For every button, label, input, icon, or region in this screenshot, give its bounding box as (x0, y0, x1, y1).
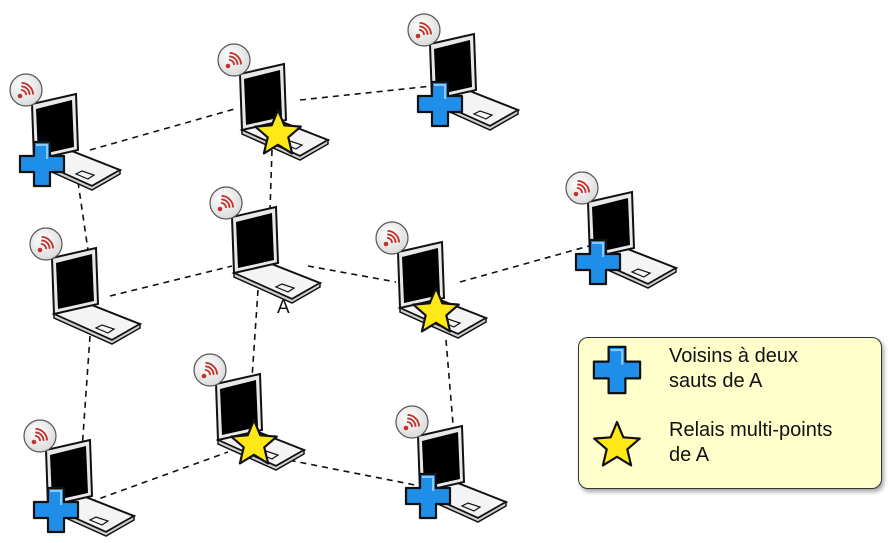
wifi-icon (407, 13, 441, 47)
star-icon (412, 286, 460, 333)
wifi-icon (375, 221, 409, 255)
laptop-icon (50, 246, 143, 345)
link-line (81, 335, 91, 451)
wifi-icon (217, 43, 251, 77)
link-line (89, 451, 229, 503)
link-line (251, 289, 259, 379)
link-line (445, 339, 455, 437)
legend-mpr-label: Relais multi-points de A (669, 419, 833, 466)
wifi-icon (29, 227, 63, 261)
link-line (267, 455, 421, 487)
wifi-icon (23, 419, 57, 453)
node-label-a: A (277, 297, 290, 318)
plus-icon (404, 472, 452, 520)
network-node (209, 186, 323, 304)
star-icon (593, 420, 641, 467)
link-line (109, 265, 233, 297)
plus-icon (18, 140, 66, 188)
wifi-icon (565, 171, 599, 205)
network-node (193, 353, 307, 471)
network-node (29, 227, 143, 345)
plus-icon (574, 238, 622, 286)
network-node (9, 73, 123, 191)
legend-box: Voisins à deux sauts de A Relais multi-p… (578, 337, 882, 489)
star-icon (254, 108, 302, 155)
plus-icon (592, 345, 642, 395)
link-line (459, 243, 597, 283)
link-line (77, 181, 89, 251)
star-icon (230, 418, 278, 465)
legend-item-mpr: Relais multi-points de A (579, 414, 881, 484)
plus-icon (592, 345, 642, 395)
plus-icon (416, 80, 464, 128)
link-line (299, 85, 433, 101)
network-node (565, 171, 679, 289)
wifi-icon (395, 405, 429, 439)
link-line (307, 265, 397, 283)
wifi-icon (9, 73, 43, 107)
network-node (407, 13, 521, 131)
star-icon (593, 420, 641, 467)
network-node (23, 419, 137, 537)
link-line (89, 107, 239, 151)
network-node (395, 405, 509, 523)
link-line (269, 149, 273, 211)
plus-icon (32, 486, 80, 534)
laptop-icon (230, 205, 323, 304)
legend-two-hop-label: Voisins à deux sauts de A (669, 345, 798, 392)
network-node (375, 221, 489, 339)
wifi-icon (209, 186, 243, 220)
links-layer (77, 85, 597, 503)
wifi-icon (193, 353, 227, 387)
nodes-layer (9, 13, 679, 537)
legend-item-two-hop: Voisins à deux sauts de A (579, 340, 881, 410)
network-node (217, 43, 331, 161)
